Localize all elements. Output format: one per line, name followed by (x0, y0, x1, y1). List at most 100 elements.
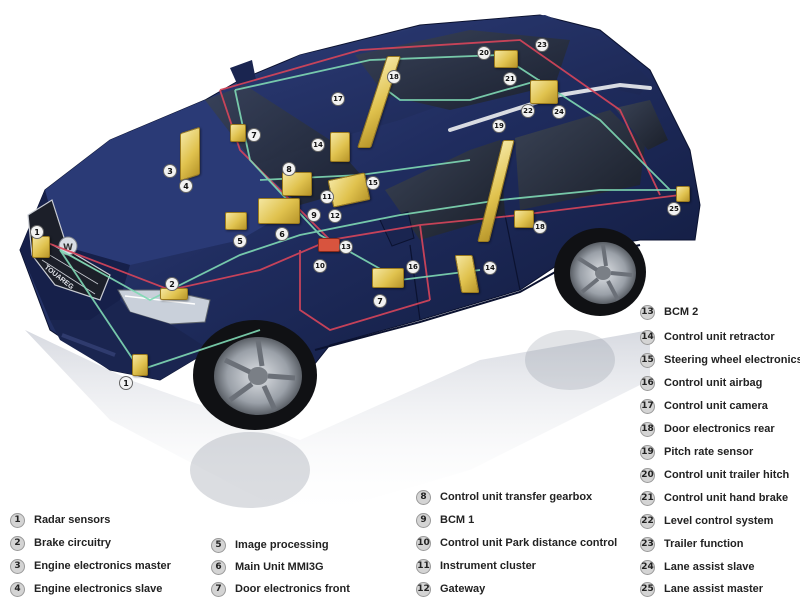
legend-item: 20 Control unit trailer hitch (640, 465, 789, 485)
legend-number-badge: 10 (416, 535, 431, 551)
legend-number-badge: 1 (10, 512, 25, 528)
legend-label: Main Unit MMI3G (235, 561, 324, 573)
rear-wheel (554, 228, 646, 316)
legend-item: 11 Instrument cluster (416, 556, 536, 576)
legend-number-badge: 14 (640, 329, 655, 345)
callout-marker: 7 (373, 294, 387, 308)
windshield (205, 85, 370, 205)
callout-marker: 17 (331, 92, 345, 106)
legend-label: Trailer function (664, 538, 744, 550)
legend-number-badge: 24 (640, 559, 655, 575)
red-network-lines (39, 39, 681, 331)
legend-label: BCM 1 (440, 514, 475, 526)
side-window-front (385, 140, 505, 240)
callout-marker: 1 (119, 376, 133, 390)
callout-marker: 3 (163, 164, 177, 178)
legend-item: 15 Steering wheel electronics (640, 350, 800, 370)
legend-label: Engine electronics master (34, 560, 171, 572)
reflection-wheel-rear (525, 330, 615, 390)
component-retractor-front (330, 132, 350, 162)
component-lane-assist (676, 186, 690, 202)
legend-number-badge: 9 (416, 512, 431, 528)
legend-number-badge: 3 (10, 558, 25, 574)
callout-marker: 8 (282, 162, 296, 176)
legend-item: 25 Lane assist master (640, 579, 763, 599)
legend-number-badge: 17 (640, 398, 655, 414)
callout-marker: 23 (535, 38, 549, 52)
legend-item: 21 Control unit hand brake (640, 488, 788, 508)
legend-number-badge: 13 (640, 304, 655, 320)
callout-marker: 19 (492, 119, 506, 133)
legend-label: Control unit airbag (664, 377, 763, 389)
legend-label: Control unit trailer hitch (664, 469, 790, 481)
component-main-unit (258, 198, 300, 224)
legend-number-badge: 15 (640, 352, 655, 368)
legend-label: Steering wheel electronics (664, 354, 800, 366)
legend-label: Gateway (440, 583, 486, 595)
callout-marker: 14 (311, 138, 325, 152)
legend-number-badge: 8 (416, 489, 431, 505)
component-door-front (230, 124, 246, 142)
legend-label: Control unit hand brake (664, 492, 789, 504)
legend-item: 16 Control unit airbag (640, 373, 762, 393)
legend-label: Control unit transfer gearbox (440, 491, 593, 503)
legend-number-badge: 16 (640, 375, 655, 391)
callout-marker: 12 (328, 209, 342, 223)
legend-label: Image processing (235, 539, 329, 551)
legend-item: 4 Engine electronics slave (10, 579, 162, 599)
callout-marker: 7 (247, 128, 261, 142)
legend-number-badge: 20 (640, 467, 655, 483)
legend-item: 17 Control unit camera (640, 396, 768, 416)
component-trailer-hitch (494, 50, 518, 68)
component-radar-sensor-front (32, 236, 50, 258)
rear-mirror-roof (230, 60, 256, 86)
callout-marker: 2 (165, 277, 179, 291)
callout-marker: 18 (387, 70, 401, 84)
legend-number-badge: 2 (10, 535, 25, 551)
legend-number-badge: 21 (640, 490, 655, 506)
component-door-rear (514, 210, 534, 228)
legend-item: 14 Control unit retractor (640, 327, 775, 347)
callout-marker: 16 (406, 260, 420, 274)
legend-number-badge: 18 (640, 421, 655, 437)
callout-marker: 21 (503, 72, 517, 86)
callout-marker: 25 (667, 202, 681, 216)
callout-marker: 5 (233, 234, 247, 248)
legend-number-badge: 7 (211, 581, 226, 597)
legend-number-badge: 4 (10, 581, 25, 597)
legend-item: 24 Lane assist slave (640, 557, 755, 577)
legend-item: 7 Door electronics front (211, 579, 350, 599)
legend-item: 23 Trailer function (640, 534, 743, 554)
callout-marker: 14 (483, 261, 497, 275)
legend-label: Lane assist master (664, 583, 764, 595)
component-radar-sensor-lower (132, 354, 148, 376)
legend-number-badge: 12 (416, 581, 431, 597)
callout-marker: 22 (521, 104, 535, 118)
component-airbag (372, 268, 404, 288)
reflection-wheel-front (190, 432, 310, 508)
legend-item: 1 Radar sensors (10, 510, 110, 530)
legend-number-badge: 11 (416, 558, 431, 574)
legend-label: Door electronics front (235, 583, 350, 595)
component-image-processing (225, 212, 247, 230)
legend-label: Radar sensors (34, 514, 111, 526)
component-gearbox-unit (282, 172, 312, 196)
legend-number-badge: 6 (211, 559, 226, 575)
legend-item: 19 Pitch rate sensor (640, 442, 753, 462)
svg-text:W: W (63, 243, 73, 253)
floor-reflection (25, 330, 650, 520)
legend-item: 10 Control unit Park distance control (416, 533, 617, 553)
legend-label: Brake circuitry (34, 537, 112, 549)
legend-label: BCM 2 (664, 306, 699, 318)
legend-number-badge: 25 (640, 581, 655, 597)
callout-marker: 18 (533, 220, 547, 234)
legend-item: 12 Gateway (416, 579, 485, 599)
callout-marker: 4 (179, 179, 193, 193)
callout-marker: 13 (339, 240, 353, 254)
legend-item: 22 Level control system (640, 511, 773, 531)
legend-item: 2 Brake circuitry (10, 533, 111, 553)
legend-number-badge: 19 (640, 444, 655, 460)
legend-label: Control unit camera (664, 400, 768, 412)
callout-marker: 1 (30, 225, 44, 239)
